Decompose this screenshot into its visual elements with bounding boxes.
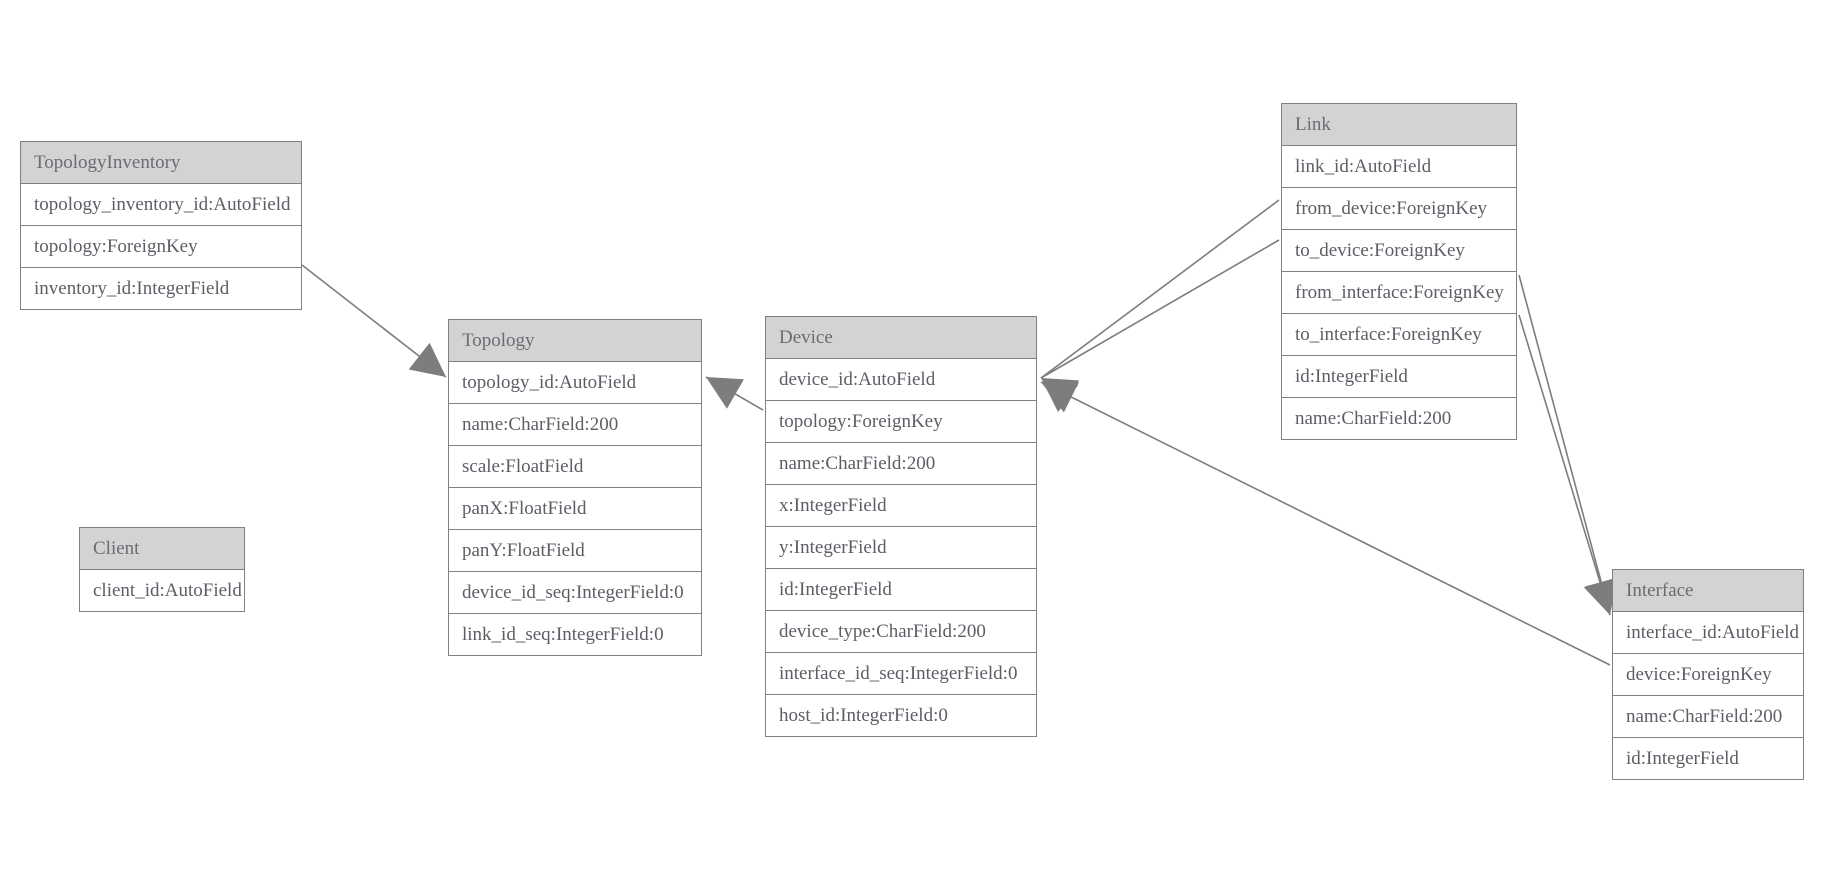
entity-title-topology_inventory: TopologyInventory [21,142,301,184]
entity-field[interactable]: interface_id:AutoField [1613,612,1803,654]
entity-field[interactable]: panY:FloatField [449,530,701,572]
relation-line [1518,274,1611,616]
relation-link-to_interface [1518,314,1617,616]
entity-field[interactable]: x:IntegerField [766,485,1036,527]
relation-topologyinventory-topology [301,264,447,378]
entity-field[interactable]: host_id:IntegerField:0 [779,705,948,726]
entity-title-device: Device [766,317,1036,359]
entity-field[interactable]: link_id:AutoField [1282,146,1516,188]
entity-field[interactable]: id:IntegerField [766,569,1036,611]
entity-field[interactable]: name:CharField:200 [1295,408,1452,429]
entity-title-client: Client [80,528,244,570]
entity-field[interactable]: y:IntegerField [766,527,1036,569]
entity-field[interactable]: device_id_seq:IntegerField:0 [449,572,701,614]
entity-field[interactable]: name:CharField:200 [766,443,1036,485]
entity-field[interactable]: to_device:ForeignKey [1282,230,1516,272]
entity-field[interactable]: panX:FloatField [449,488,701,530]
entity-field[interactable]: inventory_id:IntegerField [34,278,230,299]
entity-field[interactable]: from_interface:ForeignKey [1282,272,1516,314]
relation-arrowhead-icon [1041,378,1079,410]
entity-field[interactable]: link_id_seq:IntegerField:0 [462,624,664,645]
entity-field[interactable]: device_type:CharField:200 [766,611,1036,653]
entity-field[interactable]: name:CharField:200 [449,404,701,446]
entity-field[interactable]: to_interface:ForeignKey [1282,314,1516,356]
entity-title-link: Link [1282,104,1516,146]
entity-field[interactable]: device:ForeignKey [1613,654,1803,696]
entity-field[interactable]: topology_inventory_id:AutoField [21,184,301,226]
relation-line [1040,239,1280,379]
entity-field[interactable]: id:IntegerField [1626,748,1739,769]
entity-title-interface: Interface [1613,570,1803,612]
entity-field[interactable]: client_id:AutoField [93,580,242,601]
relation-line [1518,314,1611,616]
entity-fields-client: client_id:AutoField [80,570,244,611]
relation-device-topology [705,376,764,411]
relation-line [301,264,447,378]
entity-field[interactable]: device_id:AutoField [766,359,1036,401]
relation-line [1040,199,1280,379]
entity-field[interactable]: topology:ForeignKey [766,401,1036,443]
entity-field[interactable]: topology:ForeignKey [21,226,301,268]
entity-field[interactable]: scale:FloatField [449,446,701,488]
relation-link-from_interface [1518,274,1618,616]
entity-field[interactable]: topology_id:AutoField [449,362,701,404]
entity-field[interactable]: from_device:ForeignKey [1282,188,1516,230]
relation-arrowhead-icon [408,342,446,377]
relation-arrowhead-icon [706,377,744,409]
entity-box-client[interactable]: Client client_id:AutoField [79,527,245,612]
entity-field[interactable]: name:CharField:200 [1613,696,1803,738]
relation-link-to_device [1040,239,1280,410]
relation-arrowhead-icon [1041,378,1079,412]
entity-field[interactable]: id:IntegerField [1282,356,1516,398]
relation-arrowhead-icon [1041,381,1080,413]
entity-title-topology: Topology [449,320,701,362]
relation-line [705,376,764,411]
relation-link-from_device [1040,199,1280,412]
entity-field[interactable]: interface_id_seq:IntegerField:0 [766,653,1036,695]
